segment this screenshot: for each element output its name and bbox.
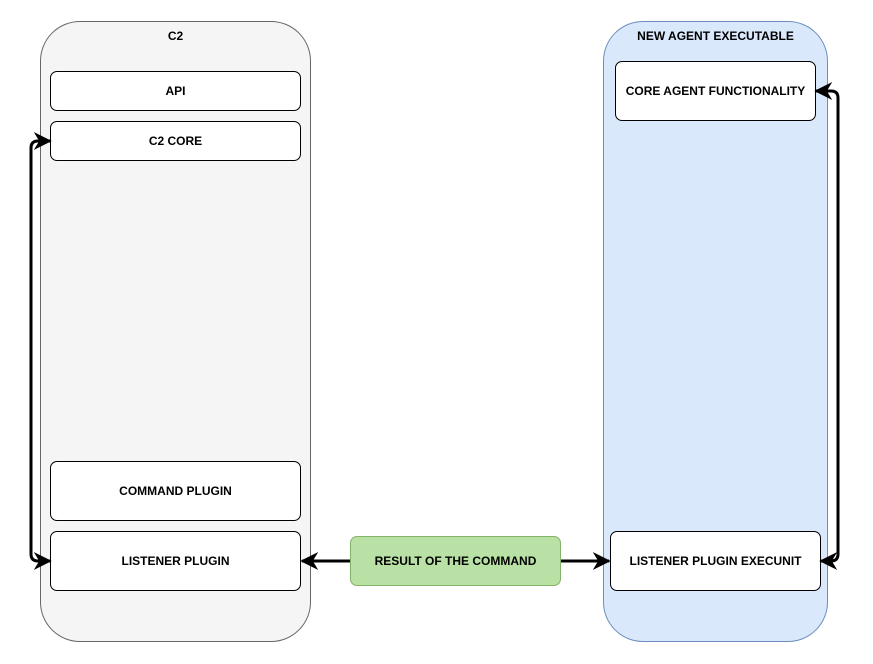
api-box: API <box>50 71 301 111</box>
listener-plugin-execunit-box: LISTENER PLUGIN EXECUNIT <box>610 531 821 591</box>
c2-core-box: C2 CORE <box>50 121 301 161</box>
core-agent-functionality-box: CORE AGENT FUNCTIONALITY <box>615 61 816 121</box>
command-plugin-box: COMMAND PLUGIN <box>50 461 301 521</box>
agent-title: NEW AGENT EXECUTABLE <box>637 29 794 43</box>
listener-plugin-box: LISTENER PLUGIN <box>50 531 301 591</box>
result-of-command-box: RESULT OF THE COMMAND <box>350 536 561 586</box>
c2-title: C2 <box>167 29 184 43</box>
